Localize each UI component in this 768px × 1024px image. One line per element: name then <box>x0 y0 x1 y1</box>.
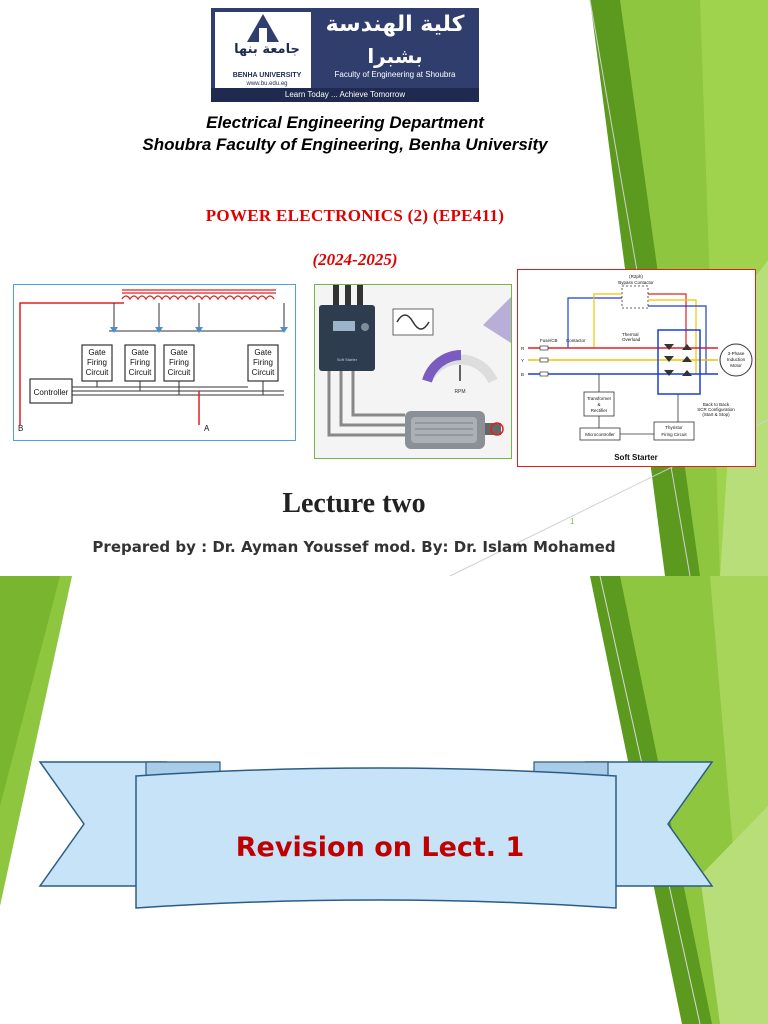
gate-label-3c: Circuit <box>168 368 191 377</box>
gate-label-1c: Circuit <box>86 368 109 377</box>
gate-label-2a: Gate <box>131 348 149 357</box>
department-heading: Electrical Engineering Department Shoubr… <box>0 112 690 156</box>
motor-label-2: Induction <box>727 357 746 362</box>
soft-starter-motor-figure: Soft Starter RPM <box>314 284 512 459</box>
rpm-label: RPM <box>454 389 465 395</box>
tap-changer-circuit-figure: Gate Firing Circuit Gate Firing Circuit … <box>13 284 296 441</box>
bypass-label-1: (R2ph) <box>629 274 643 279</box>
lecture-title: Lecture two <box>282 488 426 519</box>
soft-starter-illustration: Soft Starter RPM <box>319 285 511 449</box>
motor-label-1: 3-Phase <box>728 351 745 356</box>
node-a-label: A <box>204 424 210 433</box>
department-line-2: Shoubra Faculty of Engineering, Benha Un… <box>142 135 548 154</box>
microcontroller-label: Microcontroller <box>585 432 615 437</box>
decorative-green-shapes-slide2 <box>0 576 768 1024</box>
gate-label-4a: Gate <box>254 348 272 357</box>
tap-changer-circuit-diagram: Gate Firing Circuit Gate Firing Circuit … <box>18 289 288 433</box>
course-title: POWER ELECTRONICS (2) (EPE411) <box>205 206 505 225</box>
title-slide: جامعة بنها BENHA UNIVERSITY www.bu.edu.e… <box>0 0 768 576</box>
gate-label-3b: Firing <box>169 358 189 367</box>
phase-b-label: B <box>521 372 524 377</box>
benha-university-emblem: جامعة بنها BENHA UNIVERSITY www.bu.edu.e… <box>215 12 311 92</box>
logo-tagline: Learn Today ... Achieve Tomorrow <box>211 88 479 102</box>
university-emblem-icon <box>247 14 279 42</box>
gate-label-2b: Firing <box>130 358 150 367</box>
revision-title: Revision on Lect. 1 <box>235 832 525 863</box>
transformer-label-1: Transformer <box>587 396 612 401</box>
overload-label-1: Thermal <box>622 332 639 337</box>
faculty-name-english: Faculty of Engineering at Shoubra <box>334 70 456 79</box>
ribbon-banner <box>38 761 714 909</box>
transformer-label-2: & <box>597 402 600 407</box>
schematic-caption: Soft Starter <box>614 453 658 462</box>
university-name-english: BENHA UNIVERSITY <box>232 72 302 79</box>
phase-y-label: Y <box>521 358 524 363</box>
university-website: www.bu.edu.eg <box>246 81 288 87</box>
node-b-label: B <box>18 424 23 433</box>
gate-label-4b: Firing <box>253 358 273 367</box>
academic-year: (2024-2025) <box>312 250 398 269</box>
prepared-by: Prepared by : Dr. Ayman Youssef mod. By:… <box>92 538 616 556</box>
gate-label-4c: Circuit <box>252 368 275 377</box>
revision-slide: Revision on Lect. 1 <box>0 576 768 1024</box>
gate-label-1a: Gate <box>88 348 106 357</box>
gate-label-3a: Gate <box>170 348 188 357</box>
faculty-name-arabic-line2: بشبرا <box>367 44 423 68</box>
scr-label-1: Back to Back <box>703 402 730 407</box>
phase-r-label: R <box>521 346 525 351</box>
scr-label-3: (Start & Stop) <box>702 412 730 417</box>
university-name-arabic: جامعة بنها <box>234 42 300 57</box>
scr-label-2: SCR Configuration <box>697 407 735 412</box>
soft-starter-schematic: (R2ph) Bypass Contactor R Y B Fuse/CB Co… <box>521 274 753 462</box>
overload-label-2: Overload <box>622 337 641 342</box>
transformer-label-3: Rectifier <box>591 408 608 413</box>
fuse-label: Fuse/CB <box>540 338 558 343</box>
bypass-label-2: Bypass Contactor <box>618 280 654 285</box>
thyristor-label-1: Thyristor <box>665 425 683 430</box>
device-label: Soft Starter <box>337 357 358 362</box>
controller-label: Controller <box>34 388 69 397</box>
department-line-1: Electrical Engineering Department <box>206 113 484 132</box>
motor-label-3: Motor <box>730 363 742 368</box>
thyristor-label-2: Firing Circuit <box>661 432 687 437</box>
gate-label-2c: Circuit <box>129 368 152 377</box>
contactor-label: Contactor <box>566 338 586 343</box>
faculty-name-arabic-line1: كلية الهندسة <box>325 12 465 37</box>
university-logo: جامعة بنها BENHA UNIVERSITY www.bu.edu.e… <box>211 8 479 102</box>
page-number: 1 <box>570 517 575 526</box>
soft-starter-schematic-figure: (R2ph) Bypass Contactor R Y B Fuse/CB Co… <box>517 269 756 467</box>
gate-label-1b: Firing <box>87 358 107 367</box>
